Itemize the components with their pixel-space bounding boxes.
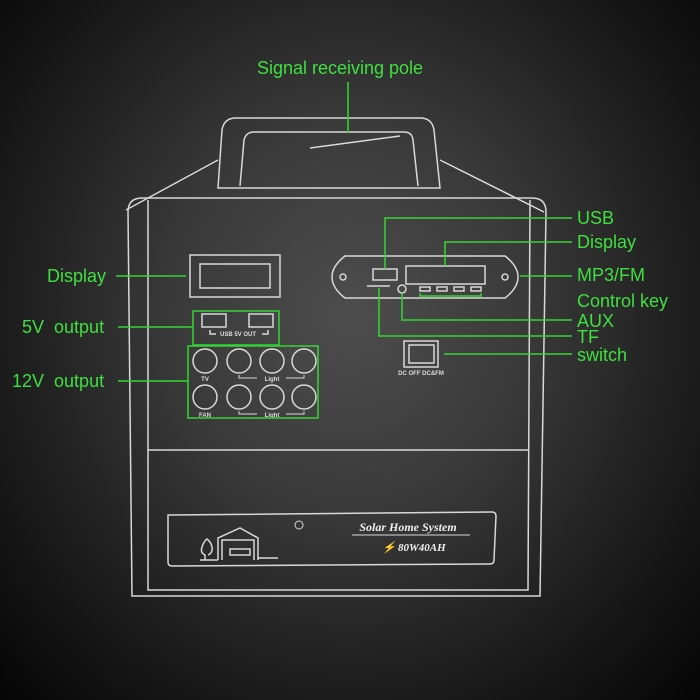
nameplate: Solar Home System ⚡ 80W40AH	[167, 511, 497, 567]
switch-positions-label: DC OFF DC&FM	[398, 371, 444, 377]
mp3-fm-module	[331, 255, 519, 299]
mp3-display	[405, 265, 486, 285]
spec-label: 80W40AH	[398, 542, 446, 554]
power-switch: DC OFF DC&FM	[398, 340, 444, 377]
aux-jack	[397, 284, 407, 294]
label-5v-output: 5V output	[22, 317, 104, 337]
product-name: Solar Home System	[359, 520, 456, 534]
unit-body	[125, 159, 547, 597]
tv-label: TV	[201, 377, 209, 383]
fan-label: FAN	[199, 413, 211, 419]
label-usb: USB	[577, 208, 614, 228]
label-display-left: Display	[47, 266, 106, 286]
light-label: Light	[265, 413, 280, 419]
usb-5v-ports: USB 5V OUT	[201, 313, 274, 338]
label-mp3-fm: MP3/FM	[577, 265, 645, 285]
lightning-icon: ⚡	[382, 541, 397, 554]
label-display-right: Display	[577, 232, 636, 252]
label-control-key: Control key	[577, 291, 668, 311]
label-tf: TF	[577, 327, 599, 347]
label-aux: AUX	[577, 311, 614, 331]
carry-handle	[217, 117, 441, 189]
dc-12v-sockets: TV Light FAN Light	[192, 348, 317, 419]
callout-lines	[116, 82, 572, 419]
light-label: Light	[265, 377, 280, 383]
antenna	[309, 135, 401, 149]
usb-slot	[372, 268, 398, 281]
label-signal-pole: Signal receiving pole	[257, 58, 423, 78]
label-switch: switch	[577, 345, 627, 365]
label-12v-output: 12V output	[12, 371, 104, 391]
usb-5v-out-label: USB 5V OUT	[220, 332, 256, 338]
battery-display	[189, 254, 281, 298]
